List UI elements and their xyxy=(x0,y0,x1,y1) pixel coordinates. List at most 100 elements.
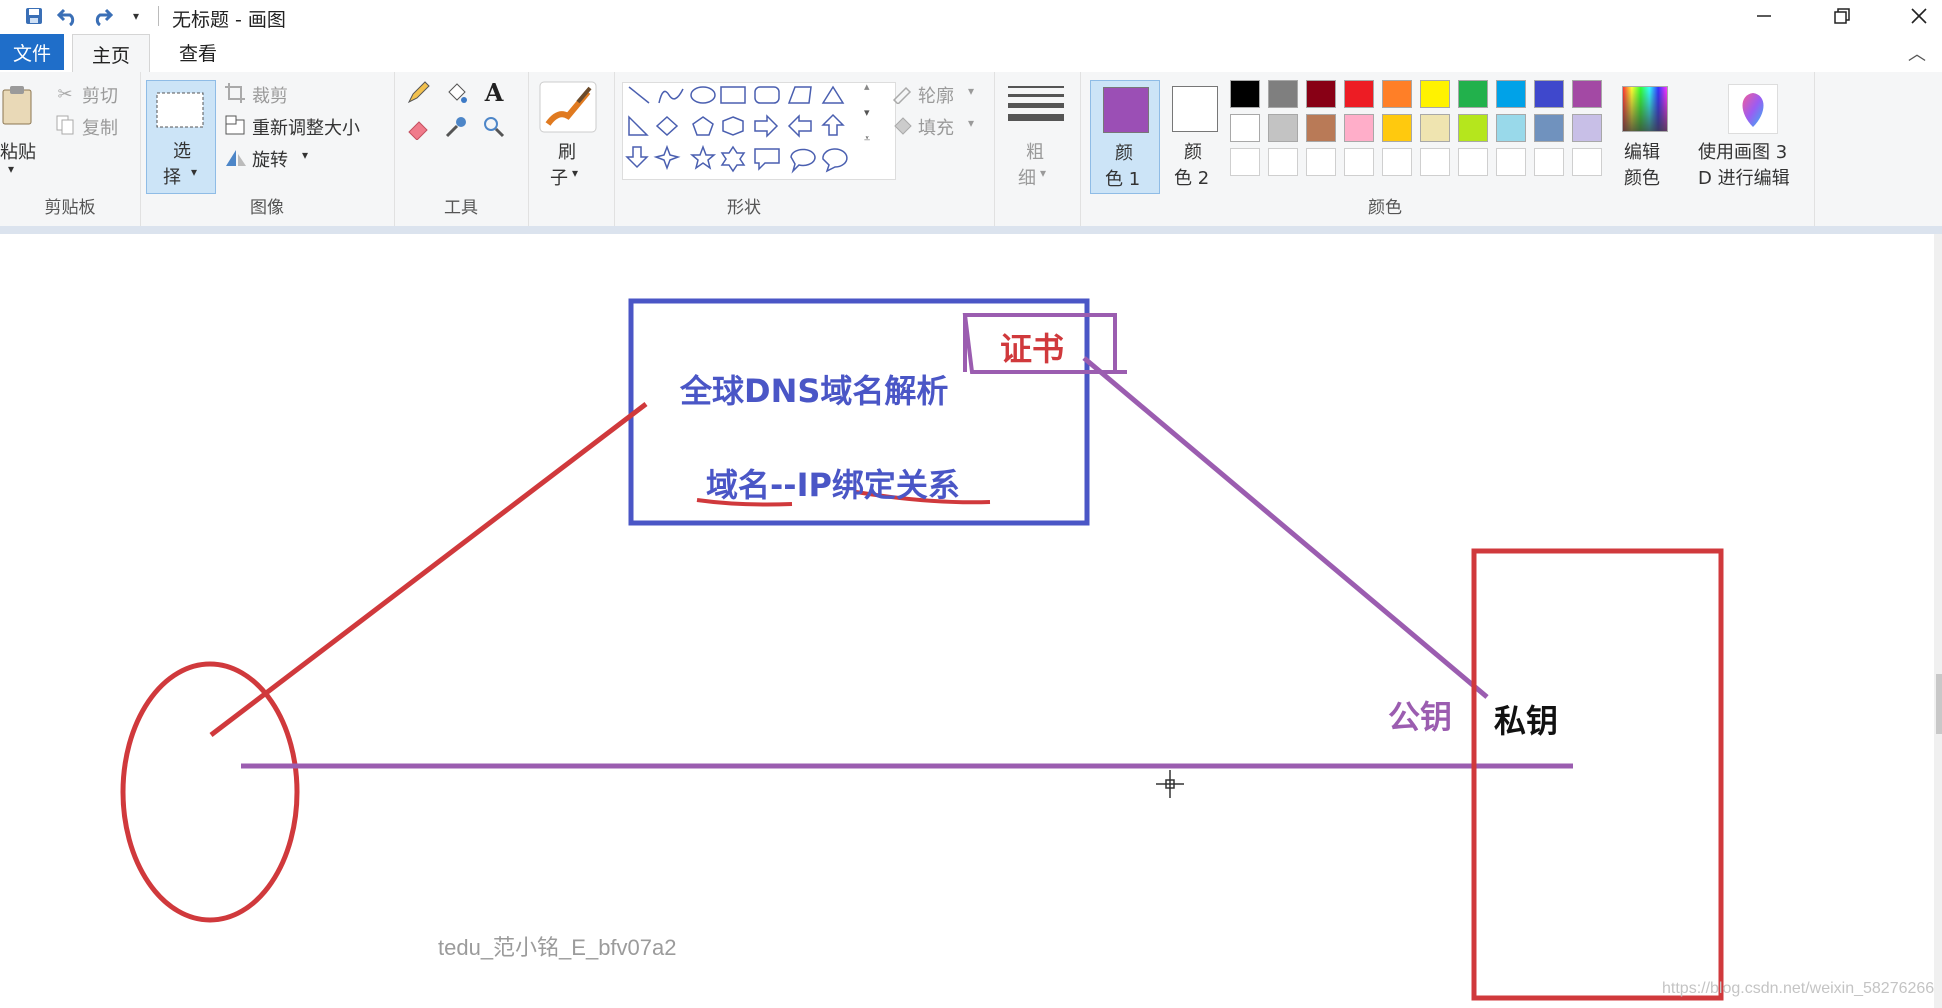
custom-color-slot[interactable] xyxy=(1458,148,1488,176)
public-key-label: 公钥 xyxy=(1388,698,1453,736)
vertical-scrollbar[interactable] xyxy=(1934,234,1942,1008)
edit-colors-button[interactable]: 编辑 颜色 xyxy=(1610,80,1678,192)
rotate-button[interactable]: 旋转 xyxy=(252,150,288,171)
eraser-icon[interactable] xyxy=(404,114,432,145)
paste-icon[interactable] xyxy=(0,84,36,131)
select-button[interactable]: 选 择 ▾ xyxy=(146,80,216,194)
save-icon[interactable] xyxy=(22,5,46,27)
paste-label[interactable]: 粘贴 xyxy=(0,142,36,163)
client-ellipse[interactable] xyxy=(120,661,300,923)
tools-group-label: 工具 xyxy=(444,198,478,218)
color-picker-icon[interactable] xyxy=(442,114,470,145)
outline-dropdown-icon[interactable]: ▾ xyxy=(968,84,975,98)
palette-swatch[interactable] xyxy=(1382,114,1412,142)
copy-button[interactable]: 复制 xyxy=(82,118,118,139)
restore-icon[interactable] xyxy=(1814,0,1870,32)
size-label-2[interactable]: 细 xyxy=(1018,168,1036,189)
palette-swatch[interactable] xyxy=(1420,80,1450,108)
purple-connector-line[interactable] xyxy=(1082,356,1489,699)
close-icon[interactable] xyxy=(1896,0,1942,32)
palette-swatch[interactable] xyxy=(1572,114,1602,142)
palette-swatch[interactable] xyxy=(1458,114,1488,142)
palette-swatch[interactable] xyxy=(1268,114,1298,142)
polygon-shape-icon xyxy=(787,86,812,104)
tab-home[interactable]: 主页 xyxy=(72,34,150,73)
collapse-ribbon-icon[interactable]: ︿ xyxy=(1908,44,1926,65)
tab-file[interactable]: 文件 xyxy=(0,34,64,70)
color-2-button[interactable]: 颜 色 2 xyxy=(1160,80,1228,192)
ribbon-bottom-border xyxy=(0,226,1942,234)
fill-bucket-icon[interactable] xyxy=(442,80,470,111)
custom-color-slot[interactable] xyxy=(1534,148,1564,176)
custom-color-slot[interactable] xyxy=(1382,148,1412,176)
size-label-1[interactable]: 粗 xyxy=(1026,142,1044,163)
brush-icon[interactable] xyxy=(538,80,598,139)
palette-swatch[interactable] xyxy=(1230,80,1260,108)
custom-color-slot[interactable] xyxy=(1268,148,1298,176)
custom-color-slot[interactable] xyxy=(1572,148,1602,176)
outline-button[interactable]: 轮廓 xyxy=(918,86,954,107)
palette-swatch[interactable] xyxy=(1230,114,1260,142)
server-rectangle[interactable] xyxy=(1471,548,1724,1001)
dns-box[interactable] xyxy=(628,298,1090,526)
color-spectrum-icon xyxy=(1622,86,1668,132)
cut-button[interactable]: 剪切 xyxy=(82,86,118,107)
paste-dropdown-icon[interactable]: ▾ xyxy=(8,162,15,176)
palette-swatch[interactable] xyxy=(1572,80,1602,108)
redo-icon[interactable] xyxy=(90,5,114,27)
color-2-swatch xyxy=(1172,86,1218,132)
custom-color-slot[interactable] xyxy=(1420,148,1450,176)
text-tool-icon[interactable]: A xyxy=(484,78,504,107)
shapes-gallery[interactable] xyxy=(622,82,896,180)
palette-swatch[interactable] xyxy=(1382,80,1412,108)
palette-swatch[interactable] xyxy=(1306,114,1336,142)
shapes-scroll-up-icon[interactable]: ▴ xyxy=(864,80,870,93)
tab-view[interactable]: 查看 xyxy=(178,43,217,65)
domain-underline xyxy=(696,498,793,507)
magnifier-icon[interactable] xyxy=(480,114,508,145)
palette-swatch[interactable] xyxy=(1344,80,1374,108)
undo-icon[interactable] xyxy=(56,5,80,27)
red-connector-line[interactable] xyxy=(209,402,648,737)
right-arrow-shape-icon xyxy=(754,114,779,138)
custom-color-slot[interactable] xyxy=(1344,148,1374,176)
drawing-canvas[interactable]: 全球DNS域名解析 域名--IP绑定关系 证书 公钥 私钥 tedu_范小铭_E… xyxy=(0,234,1934,1008)
palette-swatch[interactable] xyxy=(1496,114,1526,142)
line-size-icon[interactable] xyxy=(1008,84,1064,122)
tools-group: A 工具 xyxy=(394,72,529,226)
select-label-1: 选 xyxy=(173,141,191,162)
palette-swatch[interactable] xyxy=(1534,114,1564,142)
up-arrow-shape-icon xyxy=(821,113,845,136)
size-group: 粗 细 ▾ xyxy=(994,72,1081,226)
custom-color-slot[interactable] xyxy=(1230,148,1260,176)
customize-quick-access-icon[interactable]: ▾ xyxy=(132,9,140,23)
color-1-button[interactable]: 颜 色 1 xyxy=(1090,80,1160,194)
palette-swatch[interactable] xyxy=(1534,80,1564,108)
minimize-icon[interactable] xyxy=(1736,0,1792,32)
palette-swatch[interactable] xyxy=(1344,114,1374,142)
custom-color-slot[interactable] xyxy=(1496,148,1526,176)
image-group-label: 图像 xyxy=(250,198,284,218)
brushes-label-1[interactable]: 刷 xyxy=(558,142,576,163)
fill-button[interactable]: 填充 xyxy=(918,118,954,139)
crop-button[interactable]: 裁剪 xyxy=(252,86,288,107)
shapes-scroll-down-icon[interactable]: ▾ xyxy=(864,106,870,119)
rotate-dropdown-icon[interactable]: ▾ xyxy=(302,148,309,162)
rounded-rectangle-shape-icon xyxy=(754,86,780,104)
brushes-label-2[interactable]: 子 xyxy=(550,168,568,189)
edit-with-paint3d-button[interactable]: 使用画图 3 D 进行编辑 xyxy=(1690,80,1814,192)
scrollbar-thumb[interactable] xyxy=(1936,674,1942,734)
brushes-dropdown-icon[interactable]: ▾ xyxy=(572,166,579,180)
resize-button[interactable]: 重新调整大小 xyxy=(252,118,360,139)
pencil-icon[interactable] xyxy=(404,80,432,111)
fill-dropdown-icon[interactable]: ▾ xyxy=(968,116,975,130)
palette-swatch[interactable] xyxy=(1268,80,1298,108)
palette-swatch[interactable] xyxy=(1420,114,1450,142)
ribbon-tabs: 文件 主页 查看 ︿ xyxy=(0,34,1942,73)
palette-swatch[interactable] xyxy=(1458,80,1488,108)
shapes-expand-icon[interactable]: ⩡ xyxy=(864,132,871,145)
custom-color-slot[interactable] xyxy=(1306,148,1336,176)
size-dropdown-icon[interactable]: ▾ xyxy=(1040,166,1047,180)
palette-swatch[interactable] xyxy=(1306,80,1336,108)
palette-swatch[interactable] xyxy=(1496,80,1526,108)
